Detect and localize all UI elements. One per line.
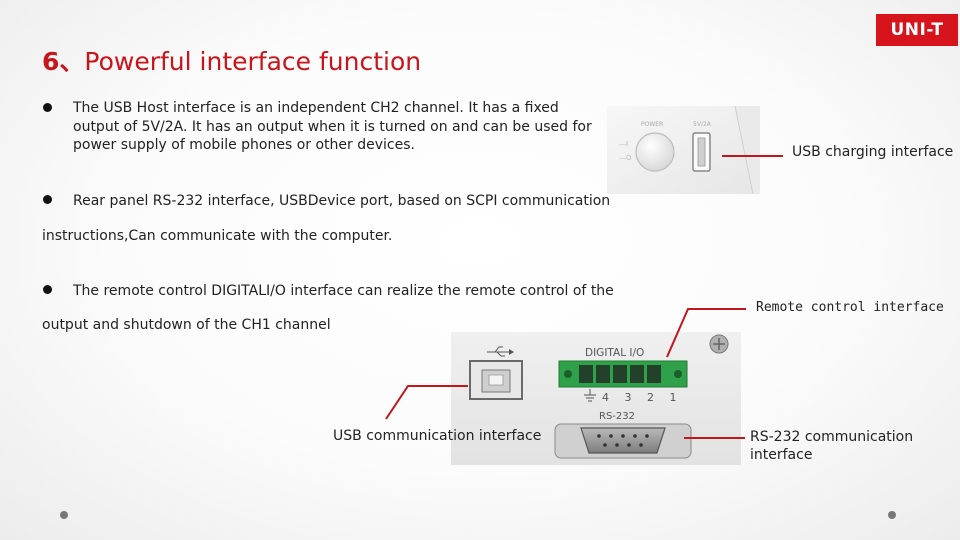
next-slide-dot[interactable] [888,511,896,519]
bullet-text-digital-io: The remote control DIGITALI/O interface … [73,283,614,299]
rs232-label: RS-232 communication interface [750,428,913,464]
rs232-label-line1: RS-232 communication [750,429,914,445]
svg-text:POWER: POWER [641,121,663,128]
bullet-text-usb-host: The USB Host interface is an independent… [73,100,592,153]
bullet-dot [43,195,52,204]
rear-panel-photo: DIGITAL I/O 4 3 2 1 RS-232 [451,332,741,465]
bullet-dot [43,103,52,112]
logo-text: UNI-T [890,20,944,40]
svg-text:—O: —O [619,154,632,162]
title-number: 6、 [42,47,85,76]
remote-control-label: Remote control interface [756,300,944,315]
svg-text:—I: —I [619,140,628,148]
bullet-text-digital-io-cont: output and shutdown of the CH1 channel [42,317,331,333]
bullet-text-rs232: Rear panel RS-232 interface, USBDevice p… [73,193,611,209]
svg-text:DIGITAL I/O: DIGITAL I/O [585,347,644,359]
page-title: 6、Powerful interface function [42,42,421,78]
usb-comm-label: USB communication interface [333,428,542,444]
bullet-dot [43,285,52,294]
svg-text:4 3 2 1: 4 3 2 1 [602,391,682,404]
usb-charging-label: USB charging interface [792,144,954,160]
uni-t-logo: UNI-T [876,14,958,46]
svg-text:5V/2A: 5V/2A [693,121,712,128]
front-panel-photo: POWER 5V/2A —I —O [607,106,760,194]
svg-text:RS-232: RS-232 [599,411,635,422]
prev-slide-dot[interactable] [60,511,68,519]
rs232-label-line2: interface [750,447,813,463]
bullet-text-rs232-cont: instructions,Can communicate with the co… [42,228,393,244]
title-text: Powerful interface function [84,47,422,76]
